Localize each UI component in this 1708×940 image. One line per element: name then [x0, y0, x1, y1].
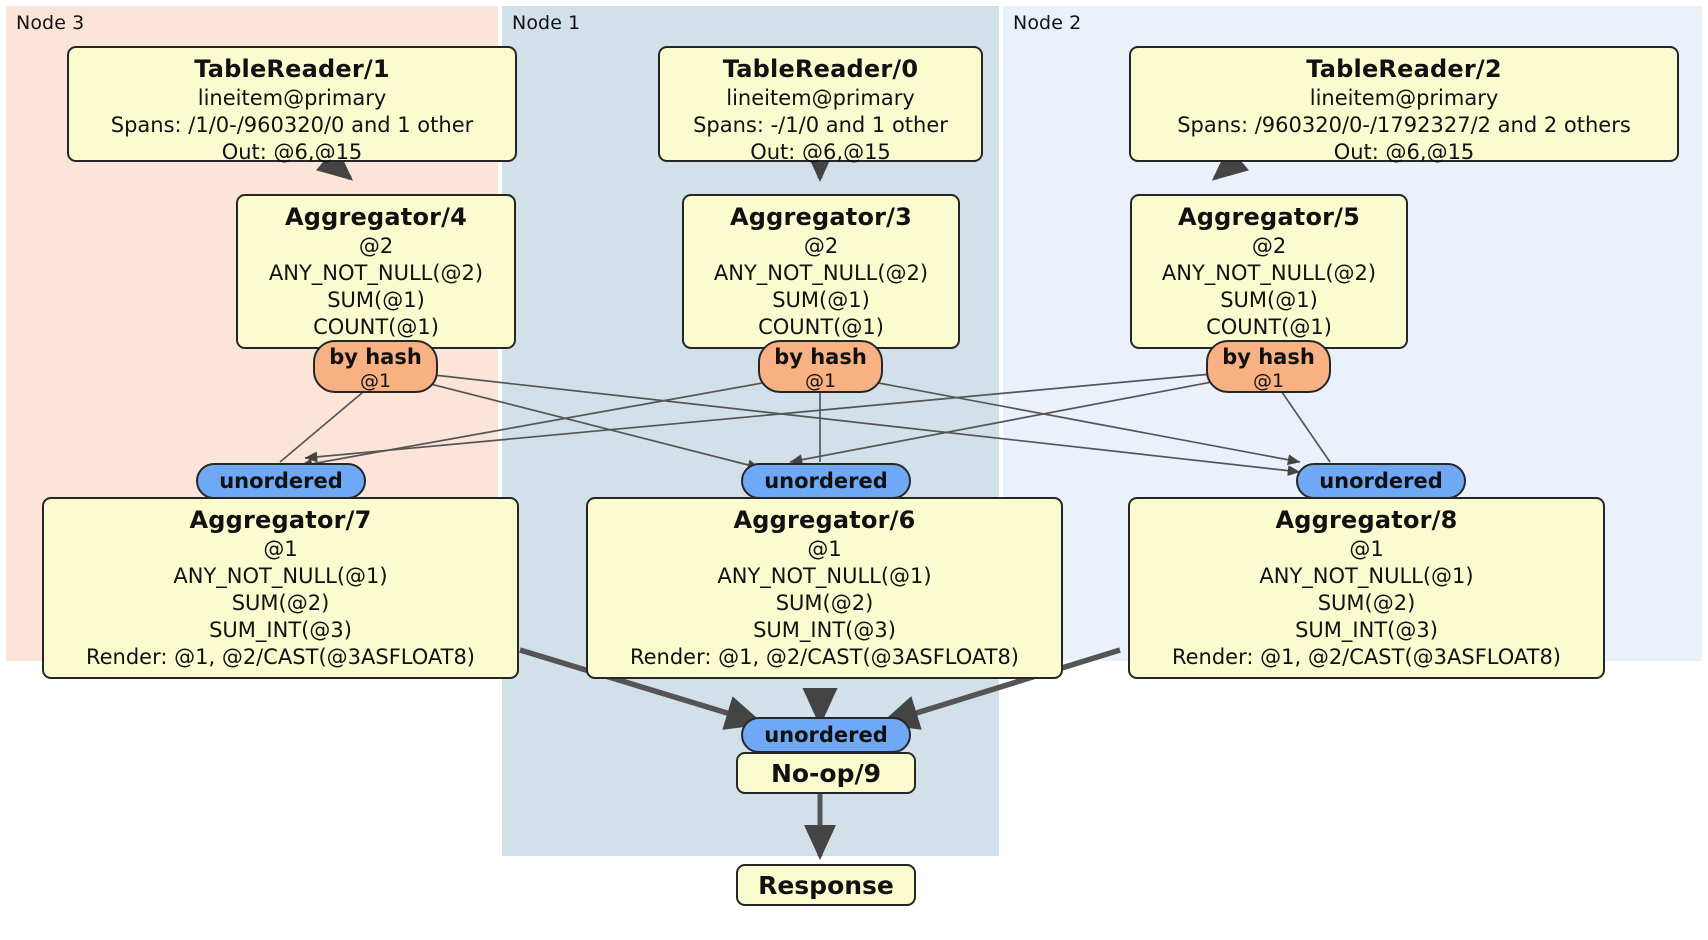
processor-line: ANY_NOT_NULL(@1)	[717, 564, 932, 588]
processor-line: SUM(@1)	[1220, 288, 1318, 312]
router-label: by hash	[1222, 345, 1315, 369]
processor-line: Spans: /960320/0-/1792327/2 and 2 others	[1177, 113, 1631, 137]
processor-line: @2	[803, 234, 839, 258]
processor-line: SUM(@1)	[772, 288, 870, 312]
processor-line: SUM(@2)	[775, 591, 874, 615]
processor-line: SUM(@2)	[1317, 591, 1416, 615]
synchronizer-unordered-left[interactable]: unordered	[196, 463, 366, 499]
processor-title: Aggregator/5	[1177, 203, 1361, 231]
processor-line: lineitem@primary	[197, 86, 387, 110]
processor-response[interactable]: Response	[736, 864, 916, 906]
synchronizer-label: unordered	[764, 723, 888, 747]
processor-title: Response	[758, 870, 894, 900]
router-by-hash-right[interactable]: by hash @1	[1206, 340, 1331, 393]
router-label: by hash	[329, 345, 422, 369]
processor-line: COUNT(@1)	[313, 315, 439, 339]
processor-line: @1	[807, 537, 842, 561]
processor-line: @1	[263, 537, 298, 561]
processor-title: TableReader/2	[1306, 55, 1502, 83]
processor-title: TableReader/0	[722, 55, 919, 83]
processor-line: SUM(@1)	[327, 288, 425, 312]
processor-line: COUNT(@1)	[758, 315, 884, 339]
processor-line: ANY_NOT_NULL(@2)	[713, 261, 929, 285]
processor-title: No-op/9	[770, 758, 882, 788]
processor-line: Out: @6,@15	[750, 140, 891, 164]
router-by-hash-center[interactable]: by hash @1	[758, 340, 883, 393]
processor-title: Aggregator/6	[733, 506, 916, 534]
processor-aggregator-8[interactable]: Aggregator/8 @1 ANY_NOT_NULL(@1) SUM(@2)…	[1128, 497, 1605, 679]
processor-table-reader-0[interactable]: TableReader/0 lineitem@primary Spans: -/…	[658, 46, 983, 164]
processor-table-reader-1[interactable]: TableReader/1 lineitem@primary Spans: /1…	[67, 46, 517, 164]
processor-title: TableReader/1	[194, 55, 390, 83]
processor-line: @2	[1251, 234, 1287, 258]
processor-line: SUM_INT(@3)	[753, 618, 896, 642]
synchronizer-unordered-final[interactable]: unordered	[741, 717, 911, 753]
processor-noop-9[interactable]: No-op/9	[736, 752, 916, 794]
processor-line: ANY_NOT_NULL(@1)	[1259, 564, 1474, 588]
processor-line: Out: @6,@15	[221, 140, 363, 164]
synchronizer-label: unordered	[219, 469, 343, 493]
processor-line: COUNT(@1)	[1206, 315, 1332, 339]
processor-line: SUM_INT(@3)	[1295, 618, 1438, 642]
processor-line: Render: @1, @2/CAST(@3ASFLOAT8)	[629, 645, 1020, 669]
processor-line: ANY_NOT_NULL(@1)	[173, 564, 388, 588]
processor-title: Aggregator/4	[284, 203, 468, 231]
processor-aggregator-4[interactable]: Aggregator/4 @2 ANY_NOT_NULL(@2) SUM(@1)…	[236, 194, 516, 349]
processor-line: ANY_NOT_NULL(@2)	[1161, 261, 1377, 285]
synchronizer-label: unordered	[764, 469, 888, 493]
processor-line: @2	[358, 234, 394, 258]
router-sublabel: @1	[1252, 370, 1285, 392]
processor-line: ANY_NOT_NULL(@2)	[268, 261, 484, 285]
processor-line: Spans: -/1/0 and 1 other	[693, 113, 948, 137]
processor-title: Aggregator/7	[189, 506, 372, 534]
processor-line: Render: @1, @2/CAST(@3ASFLOAT8)	[85, 645, 476, 669]
processor-line: Spans: /1/0-/960320/0 and 1 other	[110, 113, 474, 137]
processor-line: SUM_INT(@3)	[209, 618, 352, 642]
processor-line: Out: @6,@15	[1333, 140, 1475, 164]
router-by-hash-left[interactable]: by hash @1	[313, 340, 438, 393]
node-label-node1: Node 1	[512, 12, 581, 34]
processor-title: Aggregator/3	[729, 203, 913, 231]
synchronizer-unordered-right[interactable]: unordered	[1296, 463, 1466, 499]
router-label: by hash	[774, 345, 867, 369]
processor-line: SUM(@2)	[231, 591, 330, 615]
processor-aggregator-6[interactable]: Aggregator/6 @1 ANY_NOT_NULL(@1) SUM(@2)…	[586, 497, 1063, 679]
router-sublabel: @1	[359, 370, 392, 392]
node-label-node3: Node 3	[16, 12, 85, 34]
processor-line: Render: @1, @2/CAST(@3ASFLOAT8)	[1171, 645, 1562, 669]
processor-aggregator-7[interactable]: Aggregator/7 @1 ANY_NOT_NULL(@1) SUM(@2)…	[42, 497, 519, 679]
router-sublabel: @1	[804, 370, 837, 392]
processor-aggregator-5[interactable]: Aggregator/5 @2 ANY_NOT_NULL(@2) SUM(@1)…	[1130, 194, 1408, 349]
processor-table-reader-2[interactable]: TableReader/2 lineitem@primary Spans: /9…	[1129, 46, 1679, 164]
synchronizer-unordered-center[interactable]: unordered	[741, 463, 911, 499]
processor-line: @1	[1349, 537, 1384, 561]
processor-line: lineitem@primary	[1309, 86, 1499, 110]
processor-title: Aggregator/8	[1275, 506, 1458, 534]
synchronizer-label: unordered	[1319, 469, 1443, 493]
node-label-node2: Node 2	[1013, 12, 1082, 34]
processor-line: lineitem@primary	[726, 86, 915, 110]
processor-aggregator-3[interactable]: Aggregator/3 @2 ANY_NOT_NULL(@2) SUM(@1)…	[682, 194, 960, 349]
